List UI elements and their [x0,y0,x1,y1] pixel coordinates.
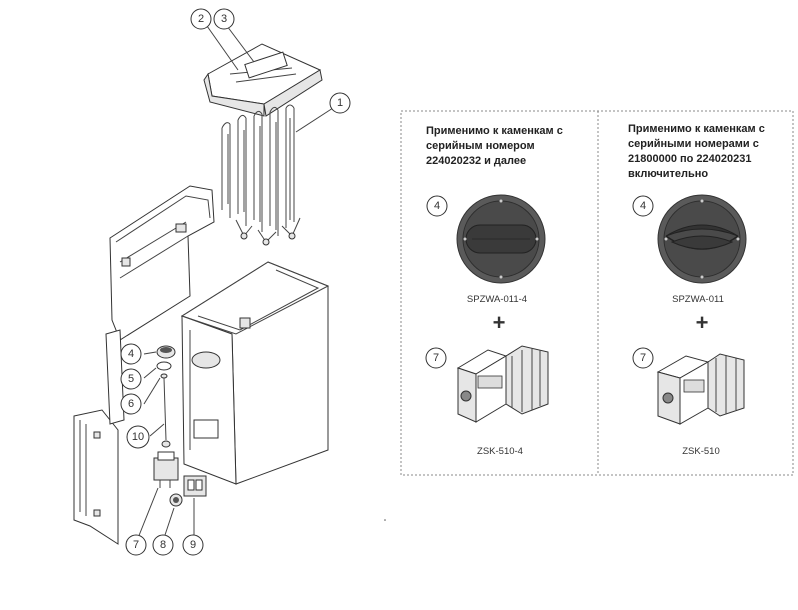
knob-spzwa-011-4-image [456,194,546,284]
knob-exploded [156,345,176,379]
right-heading-line-3: 21800000 по 224020231 [628,153,752,165]
callout-2: 2 [190,8,212,30]
right-heading-line-4: включительно [628,168,709,180]
right-heading-line-1: Применимо к каменкам с [628,123,765,135]
svg-text:6: 6 [128,398,134,410]
left-panel-heading: Применимо к каменкам с серийным номером … [426,124,563,169]
heater-body [180,261,330,485]
right-callout-4: 4 [632,195,654,217]
svg-text:4: 4 [640,200,646,212]
callout-8: 8 [152,534,174,556]
plus-right: + [696,310,709,335]
reset-button-exploded [169,493,183,507]
back-cover-panel [109,185,215,341]
knob-spzwa-011-image [657,194,747,284]
heating-elements [221,104,301,246]
callout-3: 3 [213,8,235,30]
left-callout-4: 4 [426,195,448,217]
leader-lines [137,25,334,539]
model-zsk-510: ZSK-510 [682,446,720,457]
svg-text:4: 4 [434,200,440,212]
left-heading-line-1: Применимо к каменкам с [426,125,563,137]
svg-text:5: 5 [128,373,134,385]
right-callout-7: 7 [632,347,654,369]
svg-text:1: 1 [337,97,343,109]
callout-7: 7 [125,534,147,556]
model-spzwa-011: SPZWA-011 [672,294,724,305]
model-zsk-510-4: ZSK-510-4 [477,446,523,457]
left-callout-7: 7 [425,347,447,369]
svg-text:2: 2 [198,13,204,25]
svg-text:7: 7 [133,539,139,551]
switch-zsk-510-image [656,353,745,425]
control-panel-plate [105,329,125,425]
svg-text:4: 4 [128,348,134,360]
right-heading-line-2: серийными номерами с [628,138,759,150]
callout-10: 10 [126,425,150,449]
svg-text:3: 3 [221,13,227,25]
stray-dot [384,519,386,521]
side-cover-panel [73,409,119,545]
callout-4: 4 [120,343,142,365]
shaft [161,377,171,448]
stone-grid-plate [203,43,323,117]
svg-text:9: 9 [190,539,196,551]
left-heading-line-3: 224020232 и далее [426,155,527,167]
svg-text:7: 7 [433,352,439,364]
callout-9: 9 [182,534,204,556]
contactor-exploded [183,475,207,497]
callout-6: 6 [120,393,142,415]
svg-text:10: 10 [132,431,144,443]
svg-text:7: 7 [640,352,646,364]
callout-1: 1 [329,92,351,114]
timer-switch-exploded [153,451,179,488]
switch-zsk-510-4-image [456,345,549,423]
left-heading-line-2: серийным номером [426,140,535,152]
right-panel-heading: Применимо к каменкам с серийными номерам… [628,122,765,182]
callout-5: 5 [120,368,142,390]
compatibility-box [400,110,794,476]
plus-left: + [493,310,506,335]
svg-text:8: 8 [160,539,166,551]
model-spzwa-011-4: SPZWA-011-4 [467,294,527,305]
